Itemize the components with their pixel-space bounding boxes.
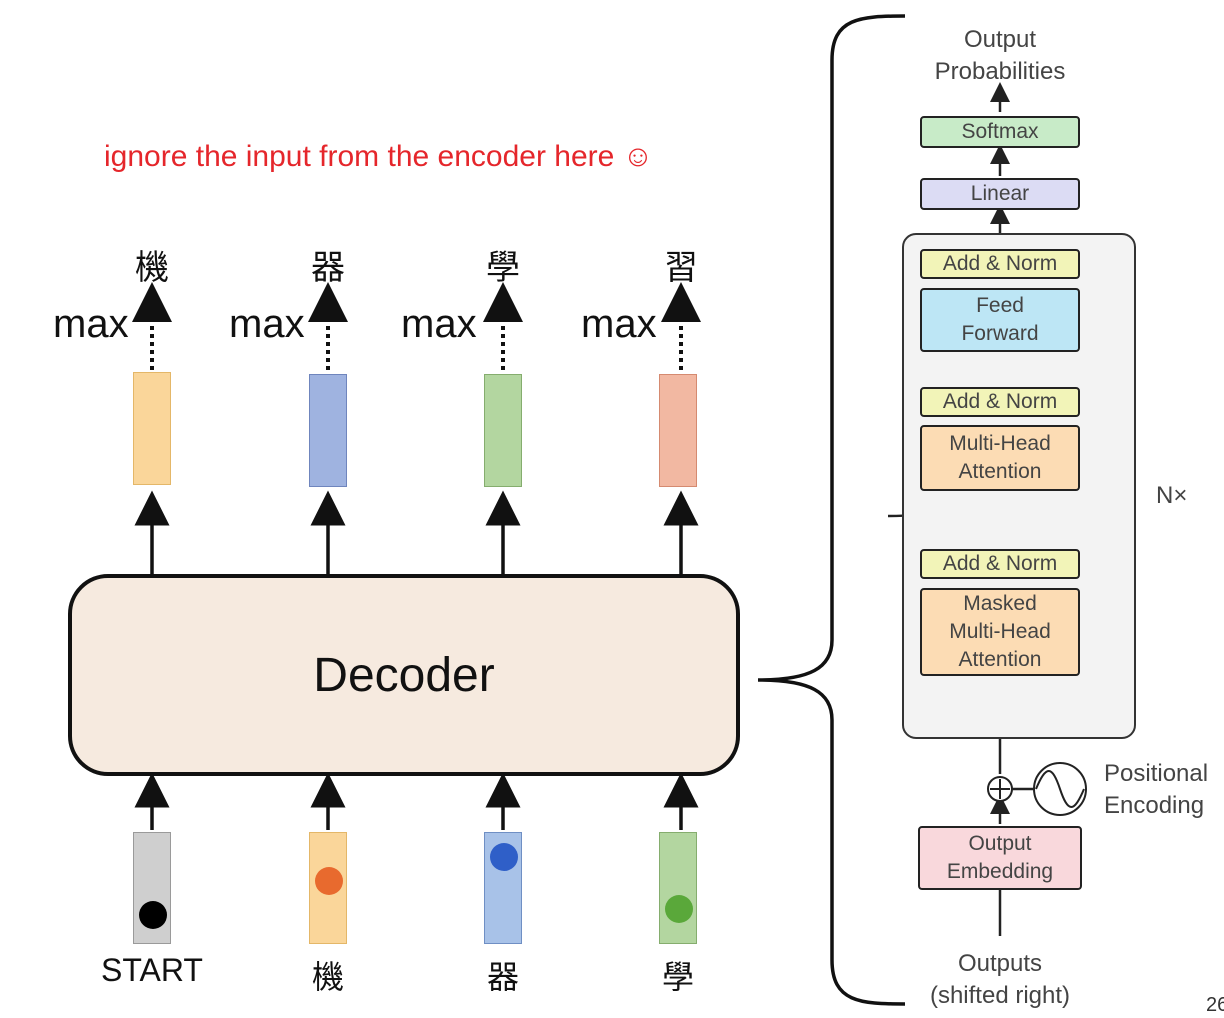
max-label-4: max xyxy=(581,302,657,346)
add-norm-box-1: Add & Norm xyxy=(920,549,1080,579)
input-bar-4 xyxy=(659,832,697,944)
input-bar-3 xyxy=(484,832,522,944)
output-token-2: 器 xyxy=(311,248,345,288)
input-dot-start xyxy=(139,901,167,929)
output-distribution-bar-1 xyxy=(133,372,171,485)
decoder-block: Decoder xyxy=(68,574,740,776)
output-distribution-bar-3 xyxy=(484,374,522,487)
input-label-2: 機 xyxy=(311,958,345,996)
add-norm-box-2: Add & Norm xyxy=(920,387,1080,417)
output-token-3: 學 xyxy=(486,248,520,288)
curly-brace xyxy=(757,14,906,1006)
input-dot-4 xyxy=(665,895,693,923)
input-dot-3 xyxy=(490,843,518,871)
max-label-3: max xyxy=(401,302,477,346)
output-distribution-bar-2 xyxy=(309,374,347,487)
decoder-label: Decoder xyxy=(313,648,495,702)
outputs-shifted-label: Outputs (shifted right) xyxy=(929,950,1071,1009)
page-number: 26 xyxy=(1206,994,1224,1016)
input-label-4: 學 xyxy=(661,958,695,996)
output-token-1: 機 xyxy=(135,248,169,288)
input-bar-start xyxy=(133,832,171,944)
softmax-box: Softmax xyxy=(920,116,1080,148)
input-bar-2 xyxy=(309,832,347,944)
output-token-4: 習 xyxy=(664,248,698,288)
linear-box: Linear xyxy=(920,178,1080,210)
output-probabilities-label: Output Probabilities xyxy=(934,26,1066,85)
add-circle xyxy=(987,776,1013,802)
input-label-3: 器 xyxy=(486,958,520,996)
max-label-1: max xyxy=(53,302,129,346)
nx-label: N× xyxy=(1156,482,1188,509)
input-label-start: START xyxy=(101,952,203,988)
max-label-2: max xyxy=(229,302,305,346)
input-dot-2 xyxy=(315,867,343,895)
positional-encoding-label: Positional Encoding xyxy=(1104,760,1209,819)
encoder-note: ignore the input from the encoder here ☺ xyxy=(104,140,654,173)
sinusoid-icon xyxy=(1033,762,1087,816)
output-distribution-bar-4 xyxy=(659,374,697,487)
add-norm-box-3: Add & Norm xyxy=(920,249,1080,279)
